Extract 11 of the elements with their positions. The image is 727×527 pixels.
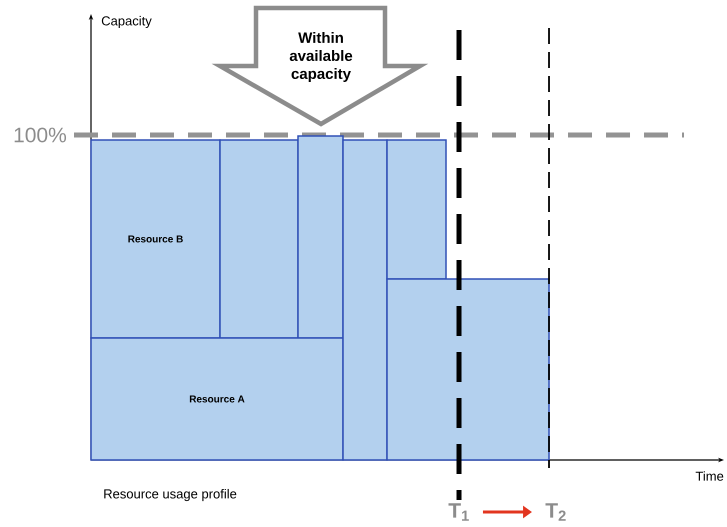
axis-label: Capacity	[102, 16, 152, 28]
usage-box	[297, 135, 344, 339]
usage-box	[342, 139, 388, 461]
percent-label: 100%	[14, 128, 66, 142]
usage-box	[219, 139, 299, 339]
time-marker-label: T$_{1}$	[448, 503, 469, 521]
time-marker-label: T$_{2}$	[546, 503, 566, 521]
axis-label: Time	[696, 471, 724, 481]
usage-box	[386, 139, 447, 280]
caption-text: Resource usage profile	[104, 488, 236, 502]
resource-box: Resource B	[90, 139, 221, 339]
